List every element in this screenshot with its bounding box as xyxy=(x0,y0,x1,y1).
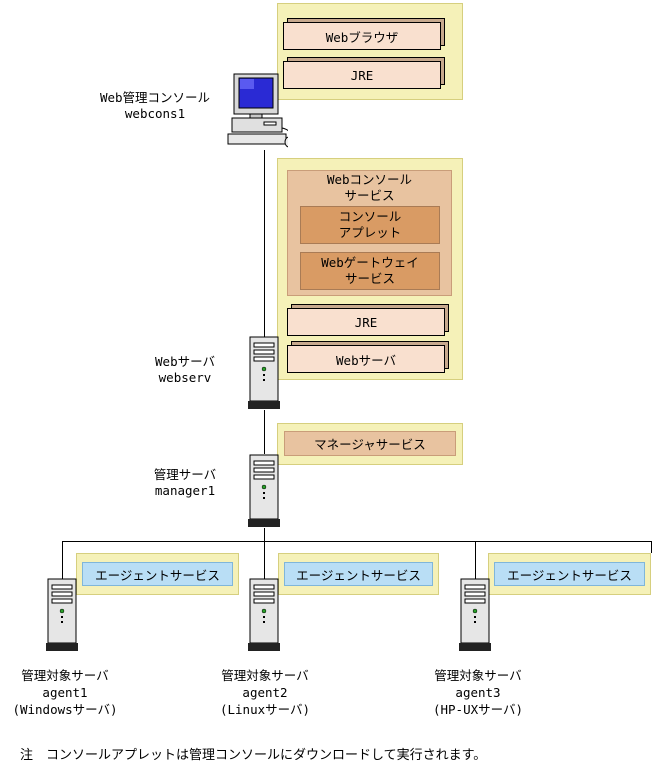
agent-bus xyxy=(62,541,651,542)
agent1-label: 管理対象サーバ xyxy=(21,668,109,683)
manager-host: manager1 xyxy=(154,483,216,498)
link-bus-agent2 xyxy=(264,541,265,579)
server-tower-icon xyxy=(248,578,280,651)
web-browser-box: Webブラウザ xyxy=(283,22,441,50)
footnote: 注 コンソールアプレットは管理コンソールにダウンロードして実行されます。 xyxy=(20,748,487,763)
agent1-host: agent1 xyxy=(42,685,88,700)
agent1-os: (Windowsサーバ) xyxy=(12,702,118,717)
agent3-service-box: エージェントサービス xyxy=(494,562,645,586)
agent2-host: agent2 xyxy=(242,685,288,700)
agent1-service-box: エージェントサービス xyxy=(82,562,233,586)
manager-service-box: マネージャサービス xyxy=(284,431,456,456)
client-host: webcons1 xyxy=(124,106,186,121)
web-console-service-title: Webコンソール サービス xyxy=(326,172,413,203)
webserver-host: webserv xyxy=(158,370,212,385)
agent3-host: agent3 xyxy=(455,685,501,700)
webserver-label: Webサーバ xyxy=(155,354,215,369)
server-tower-icon xyxy=(46,578,78,651)
client-label: Web管理コンソール xyxy=(99,90,211,105)
agent3-label: 管理対象サーバ xyxy=(434,668,522,683)
web-gateway-service-box: Webゲートウェイサービス xyxy=(300,252,440,290)
console-applet-box: コンソールアプレット xyxy=(300,206,440,244)
agent3-os: (HP-UXサーバ) xyxy=(432,702,524,717)
link-bus-end xyxy=(651,541,652,553)
server-tower-icon xyxy=(248,454,280,527)
webserver-jre-box: JRE xyxy=(287,308,445,336)
server-tower-icon xyxy=(459,578,491,651)
link-bus-agent3 xyxy=(475,541,476,579)
server-tower-icon xyxy=(248,336,280,409)
manager-label: 管理サーバ xyxy=(153,467,217,482)
link-client-webserver xyxy=(264,150,265,338)
client-jre-box: JRE xyxy=(283,61,441,89)
pc-icon xyxy=(227,73,288,148)
webserver-software-box: Webサーバ xyxy=(287,345,445,373)
link-manager-bus xyxy=(264,528,265,541)
agent2-os: (Linuxサーバ) xyxy=(219,702,311,717)
agent2-label: 管理対象サーバ xyxy=(221,668,309,683)
agent2-service-box: エージェントサービス xyxy=(284,562,433,586)
link-bus-agent1 xyxy=(62,541,63,579)
link-webserver-manager xyxy=(264,410,265,454)
